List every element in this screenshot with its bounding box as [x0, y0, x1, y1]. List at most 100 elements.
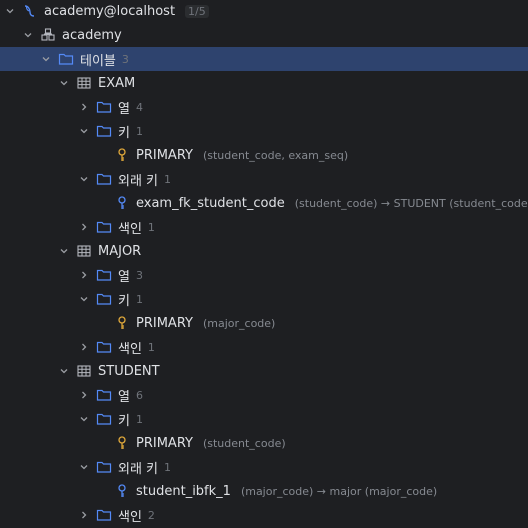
chevron-right-icon[interactable]	[76, 267, 92, 283]
chevron-down-icon[interactable]	[56, 75, 72, 91]
tree-node-student-primary-key[interactable]: PRIMARY (student_code)	[0, 431, 528, 455]
tree-node-exam-foreign-keys[interactable]: 외래 키 1	[0, 167, 528, 191]
chevron-down-icon[interactable]	[56, 243, 72, 259]
folder-count: 1	[147, 340, 155, 354]
datasource-icon	[22, 3, 38, 19]
key-columns-hint: (student_code, exam_seq)	[202, 148, 349, 162]
chevron-right-icon[interactable]	[76, 339, 92, 355]
foreign-key-icon	[114, 483, 130, 499]
folder-icon	[96, 123, 112, 139]
folder-icon	[96, 291, 112, 307]
folder-icon	[96, 459, 112, 475]
folder-count: 1	[164, 460, 172, 474]
folder-label: 색인	[118, 221, 142, 237]
chevron-down-icon[interactable]	[2, 3, 18, 19]
tables-folder-label: 테이블	[80, 53, 116, 69]
datasource-label: academy@localhost	[44, 3, 176, 19]
folder-label: 열	[118, 389, 130, 405]
folder-icon	[96, 267, 112, 283]
folder-icon	[96, 507, 112, 523]
folder-icon	[96, 99, 112, 115]
folder-icon	[96, 219, 112, 235]
folder-label: 열	[118, 269, 130, 285]
tree-node-tables-folder[interactable]: 테이블 3	[0, 47, 528, 71]
schema-icon	[40, 27, 56, 43]
folder-icon	[96, 411, 112, 427]
chevron-right-icon[interactable]	[76, 219, 92, 235]
folder-count: 1	[147, 220, 155, 234]
folder-count: 1	[164, 172, 172, 186]
key-label: PRIMARY	[136, 435, 193, 451]
folder-icon	[58, 51, 74, 67]
key-icon	[114, 315, 130, 331]
folder-icon	[96, 171, 112, 187]
fk-reference-hint: (major_code) → major (major_code)	[240, 484, 438, 498]
fk-reference-hint: (student_code) → STUDENT (student_code)	[294, 196, 528, 210]
tree-node-exam-columns[interactable]: 열 4	[0, 95, 528, 119]
fk-label: exam_fk_student_code	[136, 195, 285, 211]
schema-label: academy	[62, 27, 122, 43]
folder-count: 3	[135, 268, 143, 282]
tables-folder-count: 3	[121, 52, 129, 66]
chevron-down-icon[interactable]	[76, 291, 92, 307]
chevron-right-icon[interactable]	[76, 507, 92, 523]
folder-label: 외래 키	[118, 173, 159, 189]
tree-node-student-keys[interactable]: 키 1	[0, 407, 528, 431]
key-columns-hint: (major_code)	[202, 316, 276, 330]
tree-node-exam-keys[interactable]: 키 1	[0, 119, 528, 143]
table-label: STUDENT	[98, 363, 160, 379]
chevron-down-icon[interactable]	[76, 123, 92, 139]
tree-node-datasource[interactable]: academy@localhost 1/5	[0, 0, 528, 23]
chevron-down-icon[interactable]	[20, 27, 36, 43]
tree-node-student-foreign-keys[interactable]: 외래 키 1	[0, 455, 528, 479]
chevron-down-icon[interactable]	[76, 459, 92, 475]
folder-label: 키	[118, 413, 130, 429]
folder-label: 키	[118, 125, 130, 141]
tree-node-student-fk[interactable]: student_ibfk_1 (major_code) → major (maj…	[0, 479, 528, 503]
folder-count: 1	[135, 124, 143, 138]
folder-label: 외래 키	[118, 461, 159, 477]
datasource-counter: 1/5	[185, 4, 209, 18]
folder-count: 6	[135, 388, 143, 402]
table-icon	[76, 243, 92, 259]
key-label: PRIMARY	[136, 147, 193, 163]
tree-node-major-columns[interactable]: 열 3	[0, 263, 528, 287]
tree-node-student-indexes[interactable]: 색인 2	[0, 503, 528, 527]
tree-node-table-exam[interactable]: EXAM	[0, 71, 528, 95]
key-label: PRIMARY	[136, 315, 193, 331]
fk-label: student_ibfk_1	[136, 483, 231, 499]
folder-label: 색인	[118, 341, 142, 357]
tree-node-major-primary-key[interactable]: PRIMARY (major_code)	[0, 311, 528, 335]
folder-count: 1	[135, 412, 143, 426]
chevron-down-icon[interactable]	[76, 411, 92, 427]
chevron-down-icon[interactable]	[76, 171, 92, 187]
tree-node-major-indexes[interactable]: 색인 1	[0, 335, 528, 359]
folder-icon	[96, 339, 112, 355]
folder-count: 4	[135, 100, 143, 114]
table-label: MAJOR	[98, 243, 142, 259]
key-icon	[114, 435, 130, 451]
table-label: EXAM	[98, 75, 136, 91]
chevron-down-icon[interactable]	[38, 51, 54, 67]
chevron-down-icon[interactable]	[56, 363, 72, 379]
tree-node-student-columns[interactable]: 열 6	[0, 383, 528, 407]
folder-label: 색인	[118, 509, 142, 525]
folder-count: 1	[135, 292, 143, 306]
chevron-right-icon[interactable]	[76, 99, 92, 115]
tree-node-exam-fk[interactable]: exam_fk_student_code (student_code) → ST…	[0, 191, 528, 215]
folder-label: 키	[118, 293, 130, 309]
tree-node-exam-primary-key[interactable]: PRIMARY (student_code, exam_seq)	[0, 143, 528, 167]
key-icon	[114, 147, 130, 163]
tree-node-table-student[interactable]: STUDENT	[0, 359, 528, 383]
key-columns-hint: (student_code)	[202, 436, 286, 450]
table-icon	[76, 363, 92, 379]
tree-node-major-keys[interactable]: 키 1	[0, 287, 528, 311]
tree-node-exam-indexes[interactable]: 색인 1	[0, 215, 528, 239]
folder-icon	[96, 387, 112, 403]
folder-label: 열	[118, 101, 130, 117]
tree-node-table-major[interactable]: MAJOR	[0, 239, 528, 263]
tree-node-schema[interactable]: academy	[0, 23, 528, 47]
chevron-right-icon[interactable]	[76, 387, 92, 403]
table-icon	[76, 75, 92, 91]
